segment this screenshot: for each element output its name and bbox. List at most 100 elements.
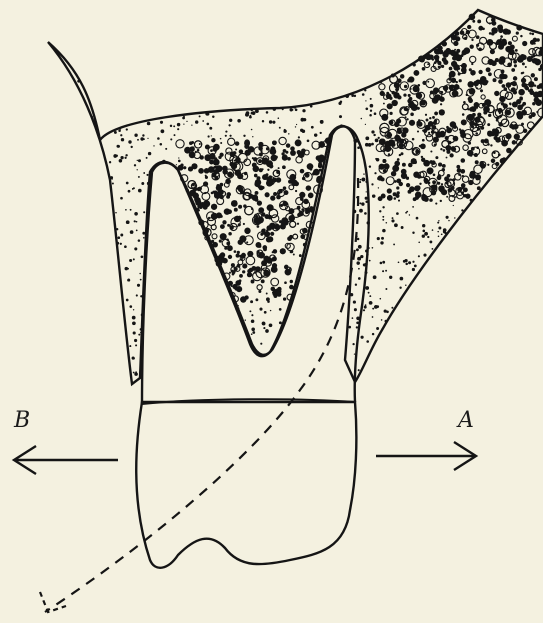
bone-stipple-dot — [372, 333, 374, 335]
bone-stipple-dot — [462, 113, 465, 116]
bone-stipple-dot — [114, 131, 117, 134]
bone-stipple-dot — [382, 270, 384, 272]
bone-stipple-dot — [146, 174, 148, 176]
bone-stipple-dot — [276, 177, 281, 182]
bone-stipple-dot — [243, 223, 245, 225]
bone-stipple-dot — [531, 73, 535, 77]
bone-stipple-dot — [240, 190, 244, 194]
bone-stipple-dot — [220, 252, 225, 257]
bone-stipple-dot — [357, 257, 361, 261]
bone-stipple-dot — [231, 163, 237, 169]
bone-stipple-dot — [120, 128, 122, 130]
bone-stipple-dot — [255, 298, 258, 301]
bone-stipple-dot — [130, 209, 132, 211]
bone-stipple-dot — [372, 247, 374, 249]
bone-stipple-dot — [269, 120, 272, 123]
bone-stipple-dot — [495, 162, 499, 166]
bone-stipple-dot — [373, 134, 375, 136]
bone-stipple-dot — [422, 235, 425, 238]
bone-stipple-dot — [270, 310, 271, 311]
bone-stipple-dot — [302, 130, 306, 134]
bone-stipple-dot — [273, 289, 277, 293]
bone-stipple-dot — [198, 168, 204, 174]
bone-stipple-dot — [140, 279, 142, 281]
bone-stipple-dot — [451, 34, 457, 40]
bone-stipple-dot — [212, 115, 214, 117]
bone-stipple-dot — [237, 173, 243, 179]
bone-stipple-dot — [438, 236, 440, 238]
bone-stipple-dot — [396, 212, 399, 215]
bone-stipple-dot — [447, 130, 450, 133]
bone-stipple-dot — [231, 270, 234, 273]
bone-stipple-dot — [266, 173, 269, 176]
bone-stipple-dot — [213, 144, 220, 151]
bone-stipple-dot — [211, 213, 218, 220]
bone-stipple-dot — [441, 233, 443, 235]
bone-stipple-dot — [232, 284, 237, 289]
bone-stipple-dot — [358, 245, 362, 249]
bone-stipple-dot — [509, 124, 514, 129]
bone-stipple-dot — [220, 138, 222, 140]
bone-stipple-dot — [251, 314, 253, 316]
bone-stipple-dot — [313, 169, 320, 176]
bone-stipple-dot — [266, 237, 272, 243]
bone-stipple-dot — [397, 128, 402, 133]
bone-stipple-dot — [116, 155, 118, 157]
bone-stipple-dot — [140, 332, 142, 334]
bone-stipple-dot — [449, 153, 453, 157]
bone-stipple-dot — [423, 230, 426, 233]
bone-stipple-dot — [258, 185, 261, 188]
bone-stipple-dot — [508, 41, 512, 45]
bone-stipple-dot — [446, 157, 448, 159]
bone-stipple-dot — [537, 85, 541, 89]
bone-stipple-dot — [142, 232, 145, 235]
bone-stipple-dot — [441, 65, 444, 68]
bone-stipple-dot — [495, 58, 499, 62]
bone-stipple-dot — [239, 279, 242, 282]
bone-stipple-dot — [391, 307, 393, 309]
bone-stipple-dot — [398, 200, 400, 202]
bone-stipple-dot — [522, 62, 525, 65]
bone-stipple-dot — [224, 247, 227, 250]
bone-stipple-dot — [432, 58, 434, 60]
bone-stipple-dot — [488, 133, 491, 136]
bone-stipple-dot — [241, 258, 243, 260]
bone-stipple-dot — [308, 187, 311, 190]
bone-stipple-dot — [165, 148, 167, 150]
bone-stipple-dot — [408, 76, 414, 82]
bone-stipple-dot — [396, 186, 399, 189]
bone-stipple-dot — [427, 81, 429, 83]
bone-stipple-dot — [393, 192, 397, 196]
bone-stipple-dot — [262, 322, 266, 326]
bone-stipple-dot — [137, 160, 138, 161]
bone-stipple-dot — [227, 245, 233, 251]
bone-stipple-dot — [380, 241, 383, 244]
bone-stipple-dot — [437, 45, 442, 50]
bone-stipple-dot — [138, 239, 141, 242]
bone-stipple-dot — [285, 151, 288, 154]
bone-stipple-dot — [501, 102, 505, 106]
bone-stipple-dot — [266, 293, 268, 295]
bone-stipple-dot — [226, 238, 229, 241]
bone-stipple-dot — [438, 220, 439, 221]
bone-stipple-dot — [271, 155, 278, 162]
bone-stipple-dot — [213, 169, 218, 174]
bone-stipple-dot — [418, 56, 424, 62]
bone-stipple-dot — [389, 112, 392, 115]
bone-stipple-dot — [437, 231, 439, 233]
bone-stipple-dot — [277, 292, 282, 297]
bone-stipple-dot — [251, 129, 253, 131]
bone-stipple-dot — [216, 185, 222, 191]
bone-stipple-dot — [365, 143, 369, 147]
bone-stipple-dot — [442, 41, 447, 46]
bone-stipple-dot — [199, 115, 201, 117]
bone-stipple-dot — [394, 122, 399, 127]
bone-stipple-dot — [459, 128, 461, 130]
bone-stipple-dot — [359, 202, 361, 204]
bone-stipple-dot — [387, 103, 393, 109]
bone-stipple-dot — [425, 54, 431, 60]
bone-stipple-dot — [237, 251, 240, 254]
bone-stipple-dot — [479, 70, 483, 74]
bone-stipple-dot — [365, 304, 367, 306]
bone-stipple-dot — [489, 32, 492, 35]
